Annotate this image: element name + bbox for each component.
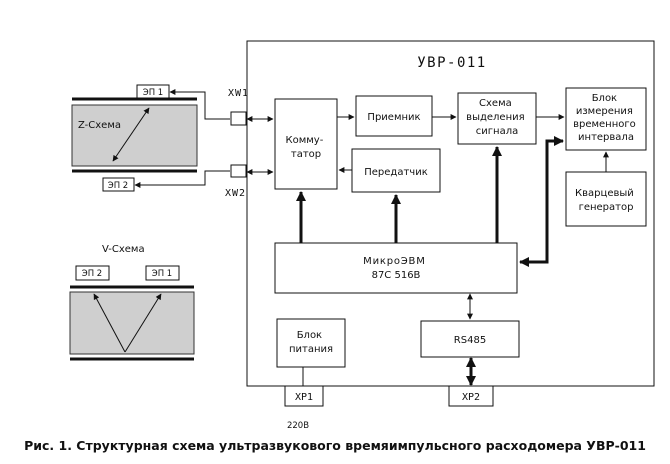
quartz-label-2: генератор <box>579 202 634 213</box>
v-ep1-transducer <box>145 265 180 281</box>
transmitter-block <box>351 148 441 193</box>
rs485-label: RS485 <box>454 335 486 346</box>
power-supply-label-1: Блок <box>297 330 322 341</box>
svg-text:Схема выделения сигнал: Схема выделения сигнала <box>466 98 528 137</box>
micro-computer-label-2: 87С 516В <box>372 270 421 281</box>
xw1-label: XW1 <box>228 88 249 99</box>
svg-text:Блок питания: Блок питания <box>289 330 333 355</box>
xp1-label: XP1 <box>295 392 313 403</box>
svg-text:Блок измерения временн: Блок измерения временного интервала <box>573 93 639 143</box>
time-interval-label-3: временного <box>573 119 636 130</box>
v-ep2-transducer <box>75 265 110 281</box>
v-pipe-body <box>69 291 195 355</box>
signal-arrows <box>246 114 609 387</box>
v-ep2-label: ЭП 2 <box>82 269 102 279</box>
v-path-left <box>93 293 126 353</box>
z-scheme-label: Z-Схема <box>78 120 121 131</box>
z-pipe-body <box>71 104 198 167</box>
signal-extraction-label-3: сигнала <box>476 126 518 137</box>
xw2-cable <box>134 170 230 188</box>
micro-computer-block <box>274 242 518 294</box>
time-interval-label-4: интервала <box>578 132 634 143</box>
xw1-connector <box>230 111 247 126</box>
xw2-label: XW2 <box>225 188 246 199</box>
signal-extraction-block <box>457 92 537 145</box>
v-scheme-label: V-Схема <box>102 244 145 255</box>
time-interval-label-1: Блок <box>592 93 617 104</box>
z-ep1-label: ЭП 1 <box>143 88 163 98</box>
quartz-label-1: Кварцевый <box>575 188 634 199</box>
z-ep2-transducer <box>102 177 135 192</box>
z-ep2-label: ЭП 2 <box>108 181 128 191</box>
power-supply-label-2: питания <box>289 344 333 355</box>
control-arrows <box>295 135 565 268</box>
commutator-label-1: Комму- <box>285 135 323 146</box>
v-scheme: V-Схема ЭП 2 ЭП 1 <box>69 244 195 361</box>
v-ep1-label: ЭП 1 <box>152 269 172 279</box>
transmitter-label: Передатчик <box>364 167 428 178</box>
receiver-block <box>355 95 433 137</box>
svg-text:Комму- татор: Комму- татор <box>285 135 326 160</box>
svg-text:Кварцевый генератор: Кварцевый генератор <box>575 188 637 213</box>
time-interval-label-2: измерения <box>576 106 633 117</box>
xw2-connector <box>230 164 247 178</box>
xw1-cable <box>169 89 230 120</box>
svg-text:МикроЭВМ 87С 516В: МикроЭВМ 87С 516В <box>363 256 429 281</box>
receiver-label: Приемник <box>367 112 420 123</box>
device-title: УВР-011 <box>417 55 487 71</box>
signal-extraction-label-1: Схема <box>479 98 512 109</box>
rs485-block <box>420 320 520 358</box>
z-ultrasound-path <box>112 107 150 162</box>
xp2-label: XP2 <box>462 392 480 403</box>
signal-extraction-label-2: выделения <box>466 112 524 123</box>
z-ep1-transducer <box>136 84 170 99</box>
commutator-block <box>274 98 338 190</box>
mains-voltage-label: 220В <box>287 421 309 431</box>
power-supply-block <box>276 318 346 368</box>
quartz-generator-block <box>565 171 647 227</box>
v-path-right <box>124 293 162 353</box>
figure-caption: Рис. 1. Структурная схема ультразвуковог… <box>24 438 646 453</box>
commutator-label-2: татор <box>291 149 321 160</box>
time-interval-block <box>565 87 647 151</box>
z-scheme: Z-Схема ЭП 1 ЭП 2 <box>71 84 230 192</box>
xp1-connector <box>284 385 324 407</box>
micro-computer-label-1: МикроЭВМ <box>363 256 426 267</box>
